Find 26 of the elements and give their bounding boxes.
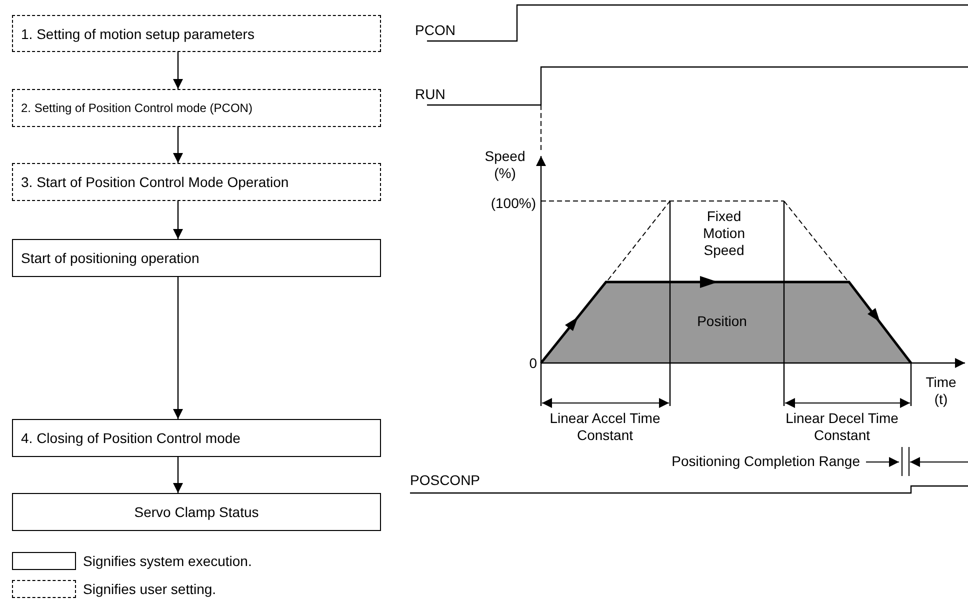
region-label: Fixed Motion Speed	[702, 208, 746, 259]
position-area	[540, 276, 912, 364]
legend-text: Signifies system execution.	[83, 553, 252, 570]
dimension-label: Positioning Completion Range	[670, 453, 860, 470]
arrow	[173, 127, 183, 163]
process-box: 4. Closing of Position Control mode	[12, 419, 381, 457]
axis-label: Time (t)	[924, 374, 958, 408]
signal-name: POSCONP	[410, 472, 480, 489]
signal-name: RUN	[415, 86, 446, 103]
legend-text: Signifies user setting.	[83, 581, 216, 598]
axis-tick-label: (100%)	[490, 195, 536, 212]
axis-label: Speed (%)	[484, 148, 526, 182]
arrow	[173, 52, 183, 89]
user-setting-box: 1. Setting of motion setup parameters	[12, 15, 381, 52]
arrow	[173, 277, 183, 419]
user-setting-box: 2. Setting of Position Control mode (PCON)	[12, 89, 381, 127]
dimension-label: Linear Accel Time Constant	[548, 410, 662, 444]
process-box: Start of positioning operation	[12, 239, 381, 277]
area-label: Position	[696, 313, 748, 330]
arrow	[173, 201, 183, 239]
dimension-label: Linear Decel Time Constant	[784, 410, 900, 444]
signal-name: PCON	[415, 22, 456, 39]
arrow	[173, 457, 183, 493]
axis-tick-label: 0	[528, 355, 537, 372]
process-box: Servo Clamp Status	[12, 493, 381, 531]
user-setting-box: 3. Start of Position Control Mode Operation	[12, 163, 381, 201]
